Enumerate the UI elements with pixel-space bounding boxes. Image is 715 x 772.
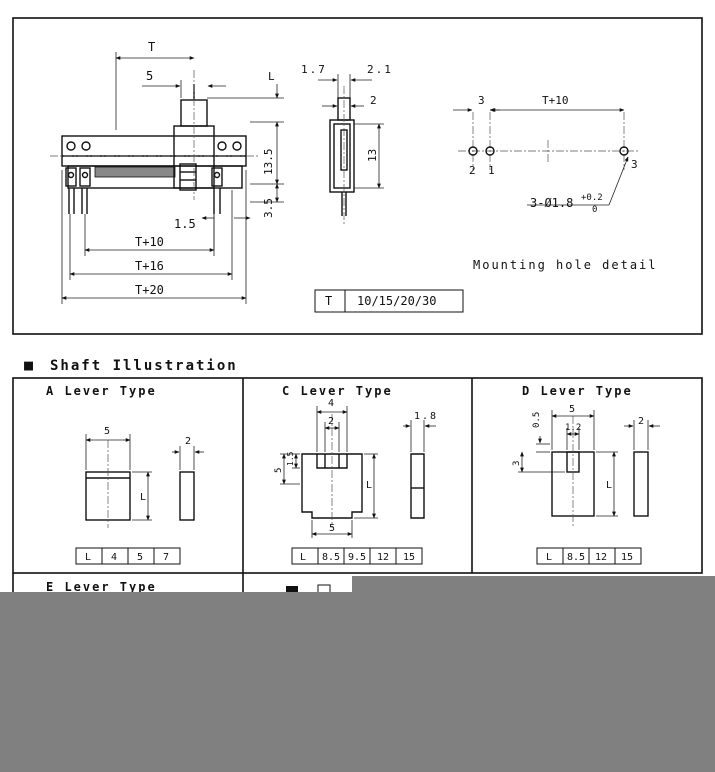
lever-d-width: 5 [569,404,575,415]
dim-13-label: 13 [366,149,379,162]
lever-d-w-mid: 1.2 [565,423,581,433]
hole-1 [485,146,495,156]
dim-t16-label: T+16 [135,259,164,273]
dim-3-5-label: 3.5 [262,198,275,218]
slide-pot-front-view [50,70,258,214]
mount-dim-t10-label: T+10 [542,94,569,107]
lever-a-side: 2 [185,436,191,447]
dim-t10-label: T+10 [135,235,164,249]
dim-1-5-label: 1.5 [174,217,196,231]
lever-a-cell: 7 [163,552,169,563]
lever-a-title: A Lever Type [46,384,157,398]
top-drawing-frame [12,17,703,335]
hole-2-label: 2 [469,164,476,177]
lever-d-cell: 15 [621,552,633,563]
dim-5-label: 5 [146,69,153,83]
lever-c-cell: L [300,552,306,563]
hole-3-label: 3 [631,158,638,171]
mounting-caption: Mounting hole detail [473,258,658,272]
lever-c-l: L [366,480,372,491]
dim-l-label: L [268,70,275,83]
mount-dim-3-label: 3 [478,94,485,107]
dim-t-label: T [148,40,155,54]
lever-c-cell: 8.5 [322,552,340,563]
front-view-dimensions: T 5 L 13.5 3.5 1.5 T+10 T+16 T+20 [61,40,284,304]
slide-pot-side-view [329,86,355,226]
lever-c-h1: 5 [274,468,284,473]
lever-c-cell: 12 [377,552,389,563]
hole-3 [619,146,629,156]
section-bullet-icon: ■ [24,356,33,374]
lever-d-cell: L [546,552,552,563]
lever-a-cell: 4 [111,552,117,563]
lever-c-h2: 1.5 [286,451,295,466]
lever-d-l: L [606,480,612,491]
lever-c-title: C Lever Type [282,384,393,398]
t-table-value: 10/15/20/30 [357,294,436,308]
lever-d-title: D Lever Type [522,384,633,398]
lever-d-side: 2 [638,416,644,427]
lever-e-title: E Lever Type [46,580,157,594]
partial-bullet-icon [286,586,298,594]
dim-1-7-label: 1.7 [301,63,327,76]
lever-c-panel: C Lever Type 4 2 5 1.5 L 5 1.8 [274,384,438,565]
dim-2-side-label: 2 [370,94,377,107]
side-view-dimensions: 1.7 2.1 2 13 [301,63,393,189]
hole-2 [468,146,478,156]
lever-d-table: L 8.5 12 15 [536,547,642,565]
lever-a-cell: L [85,552,91,563]
mounting-hole-detail: 3 T+10 2 1 3 3-Ø1.8 +0.2 0 Mounting hole… [453,94,658,272]
lever-a-l: L [140,492,146,503]
lever-d-cell: 8.5 [567,552,585,563]
section-title: Shaft Illustration [50,358,238,374]
hole-1-label: 1 [488,164,495,177]
lever-c-cell: 15 [403,552,415,563]
lever-c-w-top: 4 [328,398,334,409]
lever-a-table: L 4 5 7 [75,547,181,565]
lever-a-panel: A Lever Type 5 L 2 L 4 5 7 [46,384,204,565]
t-table-header: T [325,294,332,308]
dim-13-5-label: 13.5 [262,149,275,176]
lever-c-table: L 8.5 9.5 12 15 [291,547,423,565]
lever-d-panel: D Lever Type 5 1.2 0.5 3 L 2 L 8.5 [512,384,660,565]
gray-overlay [0,576,715,772]
dim-2-1-label: 2.1 [367,63,393,76]
hole-tol-plus: +0.2 [581,193,603,203]
dim-t20-label: T+20 [135,283,164,297]
hole-tol-minus: 0 [592,205,597,215]
lever-c-w-bot: 5 [329,523,335,534]
lever-d-cell: 12 [595,552,607,563]
hole-spec-label: 3-Ø1.8 [530,196,573,210]
t-value-table: T 10/15/20/30 [314,289,464,313]
lever-c-w-mid: 2 [328,416,334,427]
lever-grid [12,377,703,600]
lever-d-h3: 3 [512,461,522,466]
lever-d-top: 0.5 [532,412,542,428]
lever-c-side: 1.8 [414,411,438,422]
lever-a-width: 5 [104,426,110,437]
lever-c-cell: 9.5 [348,552,366,563]
lever-a-cell: 5 [137,552,143,563]
